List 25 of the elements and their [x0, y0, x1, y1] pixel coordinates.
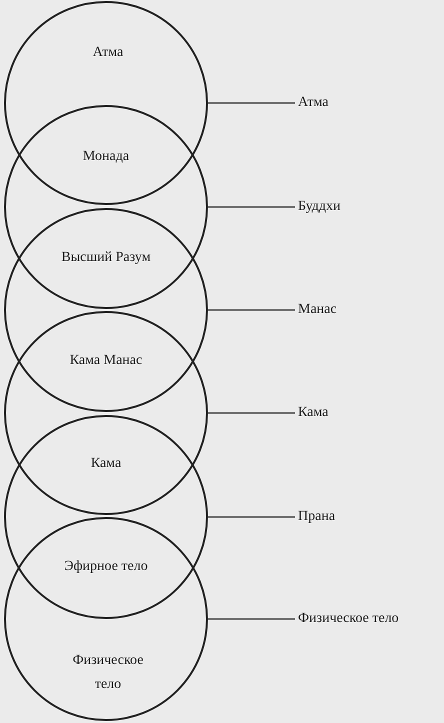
circle — [4, 208, 208, 412]
circle — [4, 1, 208, 205]
circle — [4, 517, 208, 721]
circle — [4, 311, 208, 515]
circle — [4, 105, 208, 309]
side-label: Атма — [298, 94, 329, 112]
leader-line — [208, 412, 295, 414]
leader-line — [208, 206, 295, 208]
circle — [4, 415, 208, 619]
side-label: Кама — [298, 404, 328, 422]
leader-line — [208, 618, 295, 620]
overlap-label: Кама — [90, 455, 122, 473]
side-label: Манас — [298, 301, 337, 319]
leader-line — [208, 102, 295, 104]
circle-label: Физическое тело — [72, 652, 144, 694]
overlap-label: Монада — [82, 148, 130, 166]
side-label: Физическое тело — [298, 610, 399, 628]
overlap-label: Кама Манас — [68, 352, 144, 370]
side-label: Буддхи — [298, 198, 341, 216]
circle-label: Атма — [92, 44, 124, 62]
overlap-label: Эфирное тело — [63, 558, 149, 576]
overlap-label: Высший Разум — [61, 249, 151, 267]
leader-line — [208, 516, 295, 518]
leader-line — [208, 309, 295, 311]
side-label: Прана — [298, 508, 336, 526]
